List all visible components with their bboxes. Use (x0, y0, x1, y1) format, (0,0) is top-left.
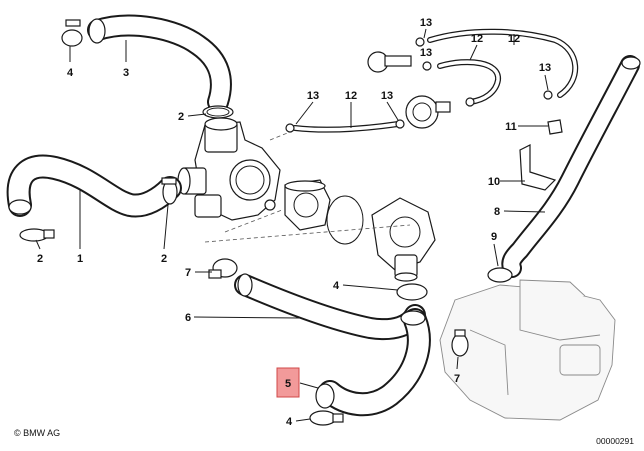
callout-7-lower: 7 (454, 373, 460, 385)
vacuum-hose-clips-13 (285, 37, 553, 133)
hose-clamp-2-left (19, 228, 55, 242)
callout-11: 11 (505, 121, 517, 133)
hose-clamp-7-lower (451, 329, 469, 357)
callout-13-d: 13 (539, 62, 551, 74)
callout-5-highlight (276, 367, 300, 398)
diagram-number: 00000291 (596, 436, 634, 446)
vacuum-valve-left (367, 51, 412, 73)
callout-8: 8 (494, 206, 500, 218)
callout-labels: 4 3 2 13 12 13 12 13 13 12 13 11 10 8 9 … (37, 17, 551, 428)
callout-1: 1 (77, 253, 83, 265)
hose-clamp-2-right (161, 177, 178, 205)
hose-clamp-2-upper (202, 105, 234, 119)
hose-clamp-4-bottom (309, 410, 344, 426)
callout-4-top: 4 (67, 67, 74, 79)
vacuum-hose-12-upper (427, 28, 579, 98)
callout-13-c: 13 (420, 17, 432, 29)
callout-13-a: 13 (307, 90, 319, 102)
callout-13-b: 13 (381, 90, 393, 102)
hose-3 (87, 14, 232, 113)
leader-lines (35, 28, 549, 422)
o-ring-gasket (326, 195, 364, 245)
hose-5 (315, 308, 431, 417)
copyright-text: © BMW AG (14, 428, 61, 438)
callout-2-right: 2 (161, 253, 167, 265)
callout-2-upper: 2 (178, 111, 184, 123)
callout-6: 6 (185, 312, 191, 324)
callout-13-e: 13 (420, 47, 432, 59)
clip-11 (547, 119, 563, 135)
callout-4-bottom: 4 (286, 416, 293, 428)
thermostat-housing (177, 117, 281, 221)
vacuum-valve-right (405, 95, 451, 129)
vacuum-hose-12-middle (437, 59, 501, 105)
vacuum-hose-12-lower (292, 121, 401, 133)
callout-2-left: 2 (37, 253, 43, 265)
hose-clamp-4-top (61, 19, 83, 47)
hose-clamp-9 (487, 267, 513, 283)
hose-6 (234, 273, 426, 341)
hose-8 (501, 55, 641, 278)
hose-clamp-4-middle (396, 283, 428, 301)
callout-5: 5 (285, 378, 291, 390)
thermostat-cover (371, 197, 436, 282)
hose-clamp-7-upper (208, 258, 238, 279)
bracket-10 (519, 144, 557, 191)
callout-10: 10 (488, 176, 500, 188)
callout-3: 3 (123, 67, 129, 79)
callout-7-upper: 7 (185, 267, 191, 279)
callout-12-c: 12 (508, 33, 520, 45)
hose-1 (6, 154, 182, 218)
callout-4-middle: 4 (333, 280, 340, 292)
callout-12-a: 12 (345, 90, 357, 102)
callout-12-b: 12 (471, 33, 483, 45)
callout-9: 9 (491, 231, 497, 243)
engine-block-outline (439, 279, 616, 421)
thermostat (284, 179, 331, 231)
